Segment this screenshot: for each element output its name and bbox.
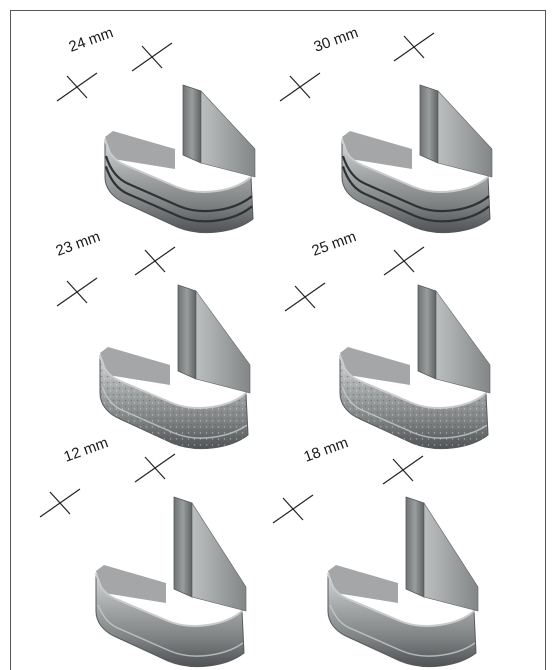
dimension-label: 24 mm [67, 24, 116, 56]
dimension-label: 18 mm [302, 434, 351, 466]
bracket-item: 18 mm [272, 434, 479, 668]
cross-mark-icon [56, 72, 98, 102]
cross-mark-icon [272, 494, 314, 524]
dimension-label: 30 mm [312, 24, 361, 56]
cross-mark-icon [131, 42, 173, 72]
bracket-part [104, 84, 256, 234]
cross-mark-icon [134, 246, 176, 276]
bracket-part [95, 496, 247, 668]
dimension-label: 25 mm [310, 228, 359, 260]
dimension-label: 23 mm [54, 228, 103, 260]
cross-mark-icon [383, 246, 425, 276]
bracket-item: 24 mm [56, 24, 256, 234]
bracket-part [99, 284, 251, 450]
bracket-item: 23 mm [54, 228, 251, 450]
bracket-part [339, 284, 491, 450]
bracket-item: 30 mm [279, 24, 493, 234]
bracket-item: 12 mm [39, 434, 247, 668]
bracket-part [327, 496, 479, 668]
cross-mark-icon [134, 453, 176, 483]
bracket-item: 25 mm [284, 228, 491, 450]
dimension-label: 12 mm [62, 434, 111, 466]
cross-mark-icon [56, 277, 98, 307]
cross-mark-icon [279, 72, 321, 102]
cross-mark-icon [284, 282, 326, 312]
bracket-part [341, 84, 493, 234]
cross-mark-icon [393, 32, 435, 62]
cross-mark-icon [382, 455, 424, 485]
figure-frame [10, 10, 546, 670]
cross-mark-icon [39, 488, 81, 518]
